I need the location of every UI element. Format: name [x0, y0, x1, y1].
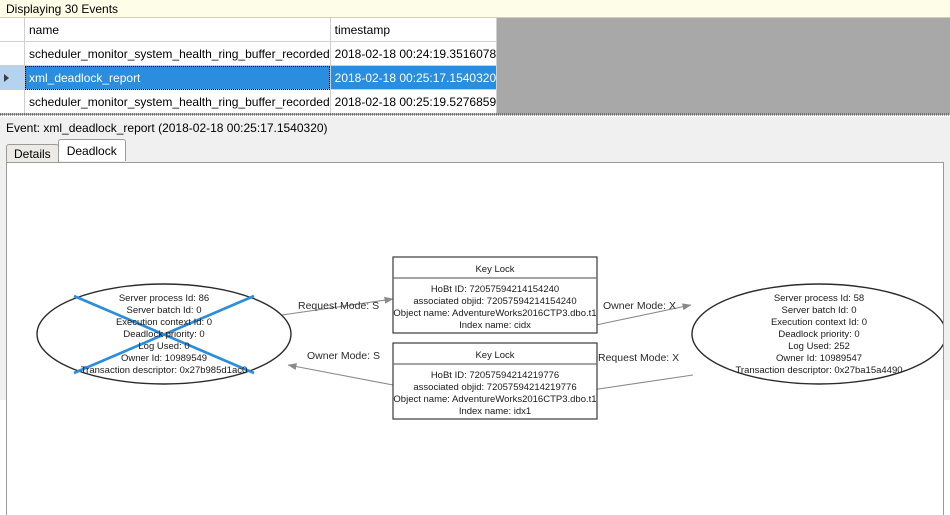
surviving-process-node[interactable]: Server process Id: 58 Server batch Id: 0… — [691, 283, 943, 385]
cell-event-timestamp[interactable]: 2018-02-18 00:25:17.1540320 — [330, 65, 498, 90]
column-header-indicator — [0, 18, 25, 42]
events-table-body: scheduler_monitor_system_health_ring_buf… — [0, 41, 498, 114]
cell-event-name[interactable]: scheduler_monitor_system_health_ring_buf… — [24, 89, 331, 114]
victim-line-transaction-descriptor: Transaction descriptor: 0x27b985d1ac0 — [81, 365, 248, 376]
surviving-line-server-process-id: Server process Id: 58 — [774, 293, 864, 304]
edge-right-request-bottom — [584, 374, 694, 394]
key-lock-bottom-title: Key Lock — [475, 350, 514, 361]
column-header-timestamp[interactable]: timestamp — [330, 18, 498, 42]
event-tabstrip: Details Deadlock — [6, 139, 126, 163]
resource-box[interactable] — [392, 256, 598, 334]
key-lock-top-node[interactable]: Key Lock HoBt ID: 72057594214154240 asso… — [392, 256, 598, 334]
events-grid[interactable]: name timestamp scheduler_monitor_system_… — [0, 18, 950, 116]
events-count-banner: Displaying 30 Events — [0, 0, 950, 18]
table-row[interactable]: scheduler_monitor_system_health_ring_buf… — [0, 41, 498, 66]
cell-event-name[interactable]: scheduler_monitor_system_health_ring_buf… — [24, 41, 331, 66]
edge-top-owner-right — [595, 303, 692, 326]
row-indicator-cell — [0, 65, 25, 90]
edge-label-owner-mode-x: Owner Mode: X — [603, 300, 676, 312]
key-lock-bottom-index-name: Index name: idx1 — [459, 406, 531, 417]
event-title-label: Event: xml_deadlock_report (2018-02-18 0… — [6, 121, 328, 135]
victim-line-execution-context-id: Execution context Id: 0 — [116, 317, 212, 328]
surviving-line-execution-context-id: Execution context Id: 0 — [771, 317, 867, 328]
surviving-line-deadlock-priority: Deadlock priority: 0 — [778, 329, 859, 340]
cell-event-timestamp[interactable]: 2018-02-18 00:24:19.3516078 — [330, 41, 498, 66]
events-table-header: name timestamp — [0, 18, 498, 42]
tab-details[interactable]: Details — [6, 144, 59, 163]
victim-line-owner-id: Owner Id: 10989549 — [121, 353, 207, 364]
surviving-line-owner-id: Owner Id: 10989547 — [776, 353, 862, 364]
table-row-selected[interactable]: xml_deadlock_report 2018-02-18 00:25:17.… — [0, 65, 498, 90]
key-lock-top-index-name: Index name: cidx — [459, 320, 531, 331]
cell-event-name[interactable]: xml_deadlock_report — [24, 65, 331, 90]
tab-deadlock[interactable]: Deadlock — [57, 139, 126, 161]
surviving-line-server-batch-id: Server batch Id: 0 — [782, 305, 857, 316]
column-header-name[interactable]: name — [24, 18, 331, 42]
key-lock-top-hobt-id: HoBt ID: 72057594214154240 — [431, 284, 559, 295]
key-lock-top-object-name: Object name: AdventureWorks2016CTP3.dbo.… — [393, 308, 596, 319]
key-lock-bottom-hobt-id: HoBt ID: 72057594214219776 — [431, 370, 559, 381]
edge-label-owner-mode-s: Owner Mode: S — [307, 350, 380, 362]
surviving-line-transaction-descriptor: Transaction descriptor: 0x27ba15a4490 — [735, 365, 902, 376]
cell-event-timestamp[interactable]: 2018-02-18 00:25:19.5276859 — [330, 89, 498, 114]
events-table: name timestamp scheduler_monitor_system_… — [0, 18, 498, 114]
victim-line-server-process-id: Server process Id: 86 — [119, 293, 209, 304]
deadlock-graph-canvas[interactable]: Request Mode: S Owner Mode: X Owner Mode… — [7, 163, 943, 515]
deadlock-graph-svg: Request Mode: S Owner Mode: X Owner Mode… — [36, 256, 943, 420]
edge-bottom-owner-victim — [287, 363, 394, 386]
event-detail-pane: Event: xml_deadlock_report (2018-02-18 0… — [0, 117, 950, 515]
row-selector-arrow-icon — [4, 74, 9, 83]
key-lock-bottom-node[interactable]: Key Lock HoBt ID: 72057594214219776 asso… — [392, 342, 598, 420]
victim-line-server-batch-id: Server batch Id: 0 — [127, 305, 202, 316]
key-lock-top-title: Key Lock — [475, 264, 514, 275]
row-indicator-cell — [0, 89, 25, 114]
key-lock-top-associated-objid: associated objid: 72057594214154240 — [413, 296, 576, 307]
edge-label-request-mode-s: Request Mode: S — [298, 300, 379, 312]
table-header-row: name timestamp — [0, 18, 498, 42]
deadlock-tab-panel: Request Mode: S Owner Mode: X Owner Mode… — [6, 162, 944, 515]
surviving-line-log-used: Log Used: 252 — [788, 341, 850, 352]
table-row[interactable]: scheduler_monitor_system_health_ring_buf… — [0, 89, 498, 114]
deadlock-victim-cross-icon — [73, 294, 255, 375]
horizontal-splitter[interactable] — [0, 113, 950, 117]
victim-process-node[interactable]: Server process Id: 86 Server batch Id: 0… — [36, 283, 292, 385]
victim-line-log-used: Log Used: 0 — [138, 341, 189, 352]
edge-label-request-mode-x: Request Mode: X — [598, 352, 679, 364]
process-ellipse[interactable] — [691, 283, 943, 385]
victim-line-deadlock-priority: Deadlock priority: 0 — [123, 329, 204, 340]
row-indicator-cell — [0, 41, 25, 66]
events-count-label: Displaying 30 Events — [6, 1, 119, 16]
edge-victim-request-top — [281, 296, 394, 316]
key-lock-bottom-associated-objid: associated objid: 72057594214219776 — [413, 382, 576, 393]
